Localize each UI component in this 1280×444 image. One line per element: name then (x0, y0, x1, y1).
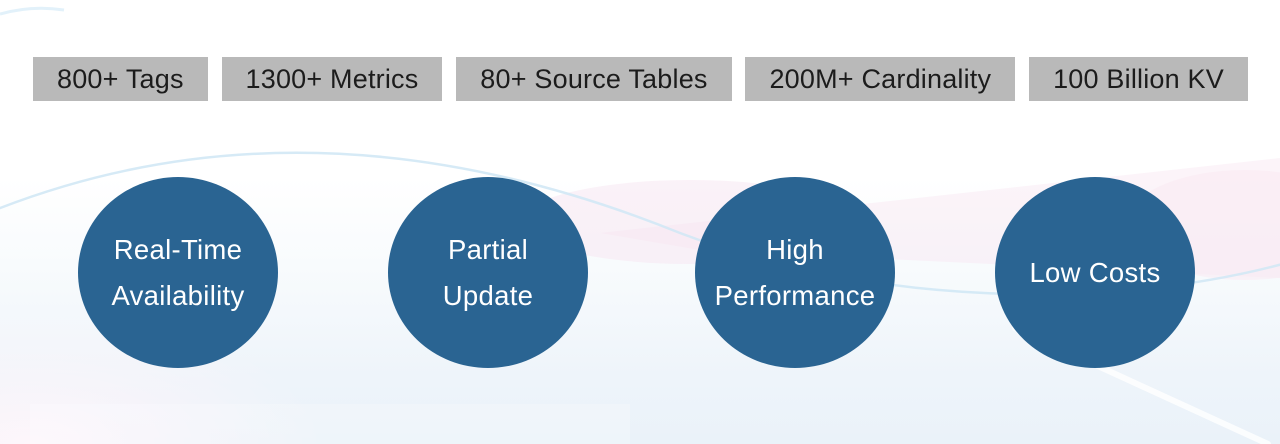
feature-circle-real-time-availability: Real-Time Availability (78, 177, 278, 368)
feature-line: Update (442, 279, 534, 311)
stat-badge-metrics: 1300+ Metrics (221, 57, 443, 101)
feature-line: Availability (111, 279, 245, 311)
stats-row: 800+ Tags 1300+ Metrics 80+ Source Table… (33, 57, 1248, 101)
feature-line: Real-Time (113, 233, 243, 265)
stat-badge-kv: 100 Billion KV (1029, 57, 1248, 101)
stat-badge-tags: 800+ Tags (33, 57, 208, 101)
feature-line: Partial (447, 233, 529, 265)
stat-badge-source-tables: 80+ Source Tables (456, 57, 732, 101)
feature-line: Low Costs (1029, 256, 1161, 288)
feature-line: High (766, 233, 824, 265)
feature-circle-low-costs: Low Costs (995, 177, 1195, 368)
feature-circle-partial-update: Partial Update (388, 177, 588, 368)
feature-circle-high-performance: High Performance (695, 177, 895, 368)
stat-badge-cardinality: 200M+ Cardinality (745, 57, 1016, 101)
feature-line: Performance (714, 279, 876, 311)
